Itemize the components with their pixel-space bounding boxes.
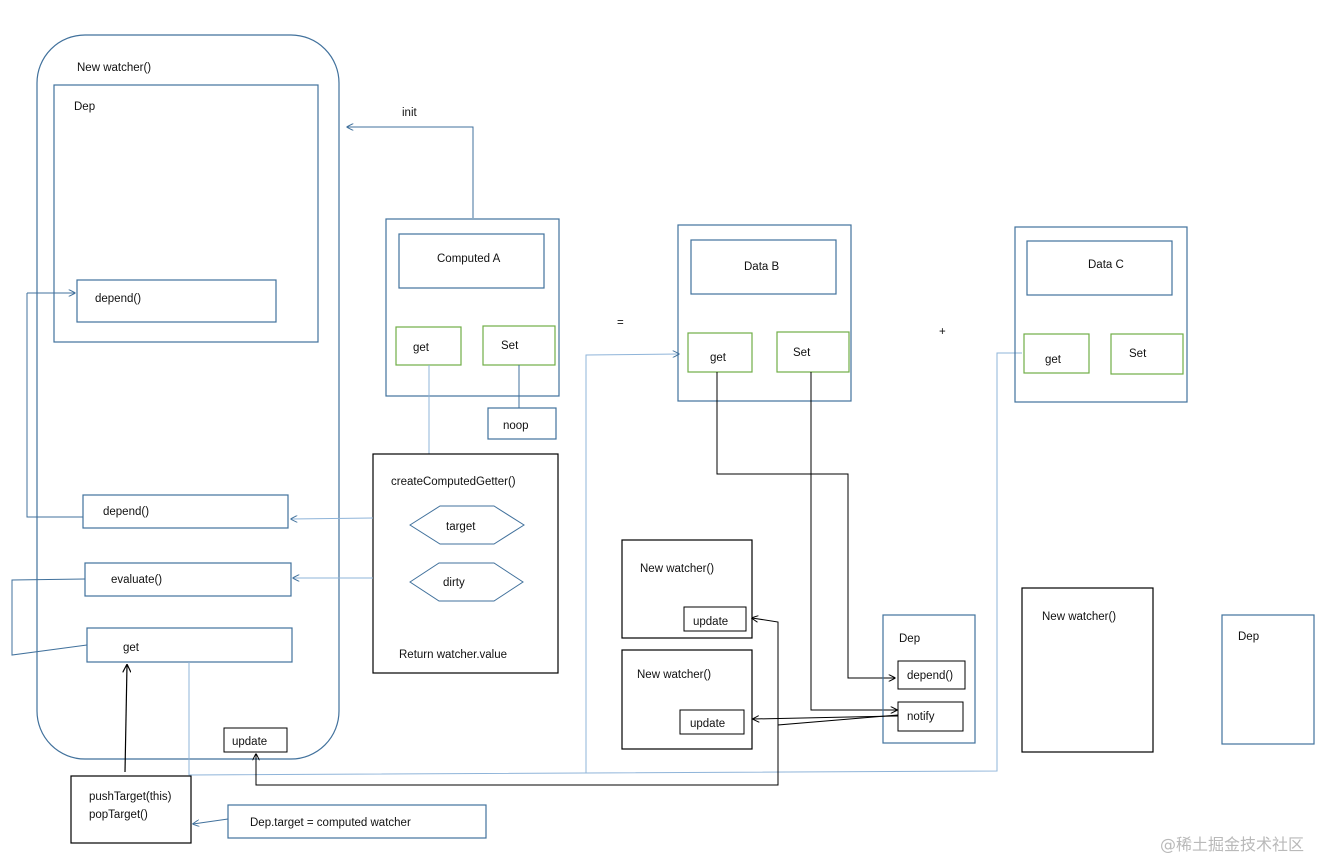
outer-watcher-title: New watcher() <box>77 62 151 74</box>
evaluate-get-line <box>11 578 88 656</box>
push-target-label: pushTarget(this) <box>89 791 172 803</box>
dirty-label: dirty <box>443 577 465 589</box>
watcher-2-title: New watcher() <box>637 669 711 681</box>
data-c-title: Data C <box>1088 259 1124 271</box>
get-to-data-c-line <box>188 352 1022 776</box>
push-get-arrow <box>125 665 127 773</box>
dep-b-box <box>882 614 976 744</box>
dep-b-notify-label: notify <box>907 711 935 723</box>
watcher-c-title: New watcher() <box>1042 611 1116 623</box>
getter-depend-arrow <box>291 518 374 519</box>
equals-sign: = <box>617 317 624 329</box>
pop-target-label: popTarget() <box>89 809 148 821</box>
computed-a-title-box <box>398 233 545 289</box>
computed-a-set-box <box>482 325 556 366</box>
evaluate-method-label: evaluate() <box>111 574 162 586</box>
depend-method-box <box>82 494 289 529</box>
data-b-get-box <box>687 332 753 373</box>
computed-a-set-label: Set <box>501 340 519 352</box>
dep-target-box <box>227 804 487 839</box>
data-c-box <box>1014 226 1188 403</box>
dep-target-label: Dep.target = computed watcher <box>250 817 411 829</box>
getter-return: Return watcher.value <box>399 649 507 661</box>
dep-depend-method-label: depend() <box>95 293 141 305</box>
data-b-get-label: get <box>710 352 727 364</box>
update-method-label: update <box>232 736 267 748</box>
data-b-title: Data B <box>744 261 779 273</box>
dep-c-title: Dep <box>1238 631 1259 643</box>
watcher-1-update-box <box>683 606 747 632</box>
computed-a-get-label: get <box>413 342 430 354</box>
computed-a-box <box>385 218 560 397</box>
watcher-2-box <box>621 649 753 750</box>
get-method-label: get <box>123 642 140 654</box>
outer-dep-label: Dep <box>74 101 95 113</box>
watermark-text: @稀土掘金技术社区 <box>1160 835 1304 854</box>
target-label: target <box>446 521 476 533</box>
data-b-get-depend-arrow <box>716 372 895 678</box>
data-c-title-box <box>1026 240 1173 296</box>
watcher-1-box <box>621 539 753 639</box>
plus-sign: + <box>939 326 946 338</box>
target-diamond <box>409 505 525 545</box>
data-b-set-box <box>776 331 850 373</box>
dep-target-arrow <box>193 818 229 824</box>
noop-label: noop <box>503 420 529 432</box>
data-c-get-label: get <box>1045 354 1062 366</box>
data-b-set-notify-arrow <box>810 372 897 710</box>
push-pop-box <box>70 775 192 844</box>
data-b-set-label: Set <box>793 347 811 359</box>
depend-method-label: depend() <box>103 506 149 518</box>
watcher-1-update-label: update <box>693 616 728 628</box>
init-label: init <box>402 107 418 119</box>
notify-computed-update-arrow <box>256 714 899 786</box>
update-method-box <box>223 727 288 753</box>
watcher-2-update-box <box>679 709 745 735</box>
getter-box <box>372 453 559 674</box>
computed-a-title: Computed A <box>437 253 501 265</box>
dep-c-box <box>1221 614 1315 745</box>
getter-title: createComputedGetter() <box>391 476 516 488</box>
data-c-set-box <box>1110 333 1184 375</box>
get-to-data-b-line <box>585 354 679 773</box>
dep-depend-method-box <box>76 279 277 323</box>
depend-loop-line <box>26 293 83 518</box>
outer-watcher-box <box>36 34 340 760</box>
data-b-box <box>677 224 852 402</box>
get-method-box <box>86 627 293 663</box>
data-c-get-box <box>1023 333 1090 374</box>
watcher-1-title: New watcher() <box>640 563 714 575</box>
notify-watcher-2-arrow <box>753 716 899 719</box>
watcher-c-box <box>1021 587 1154 753</box>
init-arrow <box>347 127 474 218</box>
dep-b-depend-label: depend() <box>907 670 953 682</box>
data-b-title-box <box>690 239 837 295</box>
data-c-set-label: Set <box>1129 348 1147 360</box>
noop-box <box>487 407 557 440</box>
dep-b-depend-box <box>897 660 966 690</box>
outer-dep-box <box>53 84 319 343</box>
dep-b-title: Dep <box>899 633 920 645</box>
dirty-diamond <box>409 562 524 602</box>
notify-watcher-1-arrow <box>752 618 779 725</box>
watcher-2-update-label: update <box>690 718 725 730</box>
